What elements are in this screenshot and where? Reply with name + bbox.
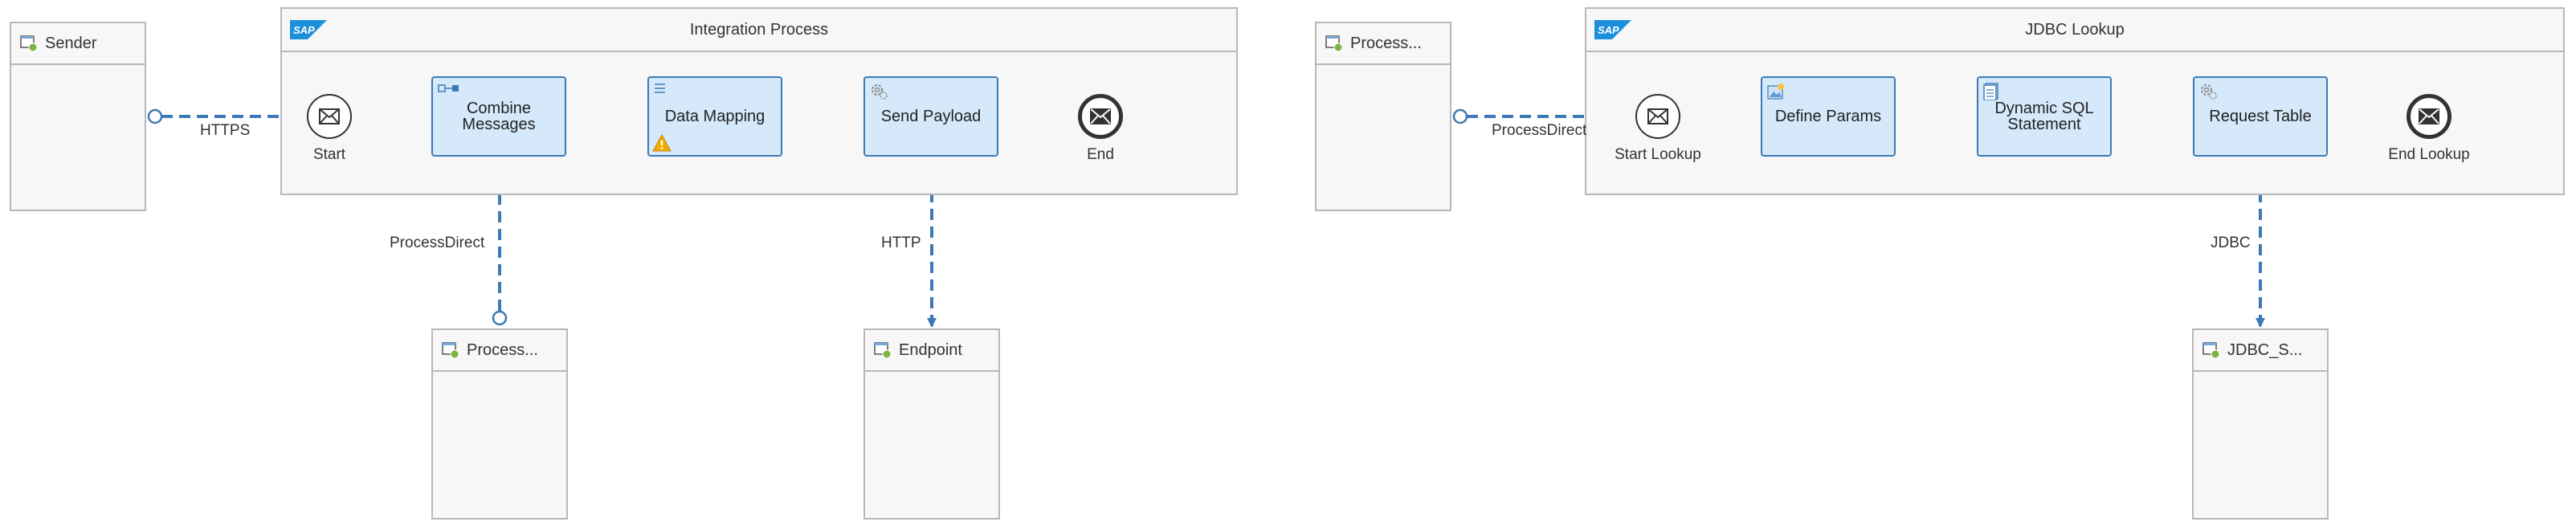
envelope-filled-icon (1090, 108, 1111, 124)
participant-icon (20, 35, 38, 52)
flow-label-processdirect-right: ProcessDirect (1492, 122, 1587, 139)
sap-logo: SAP (290, 20, 327, 39)
mapping-icon (655, 84, 665, 93)
end-lookup-event[interactable] (2407, 94, 2451, 139)
task-label: Request Table (2209, 108, 2312, 125)
participant-icon (874, 342, 892, 359)
participant-label: Process... (467, 340, 538, 359)
participant-jdbc-system[interactable]: JDBC_S... (2192, 328, 2329, 520)
participant-header: Process... (1317, 23, 1450, 65)
participant-icon (442, 342, 459, 359)
participant-sender[interactable]: Sender (10, 22, 146, 211)
end-event-label: End (1087, 146, 1114, 163)
participant-label: Sender (45, 34, 97, 52)
pool-title: JDBC Lookup (1586, 9, 2563, 52)
task-dynamic-sql-statement[interactable]: Dynamic SQL Statement (1977, 76, 2112, 157)
task-label: Define Params (1774, 108, 1882, 125)
start-event[interactable] (307, 94, 352, 139)
participant-header: JDBC_S... (2194, 330, 2327, 372)
pool-title: Integration Process (282, 9, 1236, 52)
sap-logo: SAP (1594, 20, 1631, 39)
combine-icon (438, 84, 459, 92)
envelope-icon (319, 108, 340, 124)
flow-label-http: HTTP (881, 234, 921, 251)
script-image-icon (1767, 84, 1784, 100)
participant-icon (2202, 342, 2220, 359)
participant-icon (1325, 35, 1343, 52)
task-combine-messages[interactable]: Combine Messages (431, 76, 566, 157)
start-lookup-event[interactable] (1635, 94, 1680, 139)
task-label: Combine Messages (462, 100, 536, 133)
task-label: Send Payload (880, 108, 982, 125)
task-define-params[interactable]: Define Params (1761, 76, 1896, 157)
message-flow-origin (1452, 108, 1468, 124)
participant-label: Process... (1350, 34, 1422, 52)
participant-label: JDBC_S... (2227, 340, 2303, 359)
end-lookup-label: End Lookup (2388, 146, 2470, 163)
participant-header: Endpoint (865, 330, 998, 372)
message-flow-origin (492, 310, 508, 326)
task-label: Data Mapping (664, 108, 765, 125)
participant-header: Sender (11, 23, 145, 65)
envelope-filled-icon (2419, 108, 2439, 124)
gear-icon (2201, 84, 2217, 100)
participant-header: Process... (433, 330, 566, 372)
flow-label-jdbc: JDBC (2211, 234, 2251, 251)
warning-icon[interactable] (652, 134, 672, 152)
svg-text:SAP: SAP (293, 24, 315, 36)
participant-process-left[interactable]: Process... (431, 328, 568, 520)
end-event[interactable] (1078, 94, 1123, 139)
participant-process-right[interactable]: Process... (1315, 22, 1451, 211)
message-flow-origin (147, 108, 163, 124)
start-lookup-label: Start Lookup (1615, 146, 1701, 163)
task-send-payload[interactable]: Send Payload (863, 76, 998, 157)
task-label: Dynamic SQL Statement (1994, 100, 2094, 133)
participant-label: Endpoint (899, 340, 962, 359)
gear-icon (872, 84, 888, 100)
start-event-label: Start (312, 146, 346, 163)
flow-label-https: HTTPS (200, 122, 251, 139)
svg-text:SAP: SAP (1598, 24, 1619, 36)
task-request-table[interactable]: Request Table (2193, 76, 2328, 157)
document-icon (1983, 83, 1998, 100)
task-data-mapping[interactable]: Data Mapping (647, 76, 782, 157)
flow-label-processdirect-left: ProcessDirect (390, 234, 485, 251)
participant-endpoint[interactable]: Endpoint (863, 328, 1000, 520)
envelope-icon (1647, 108, 1668, 124)
